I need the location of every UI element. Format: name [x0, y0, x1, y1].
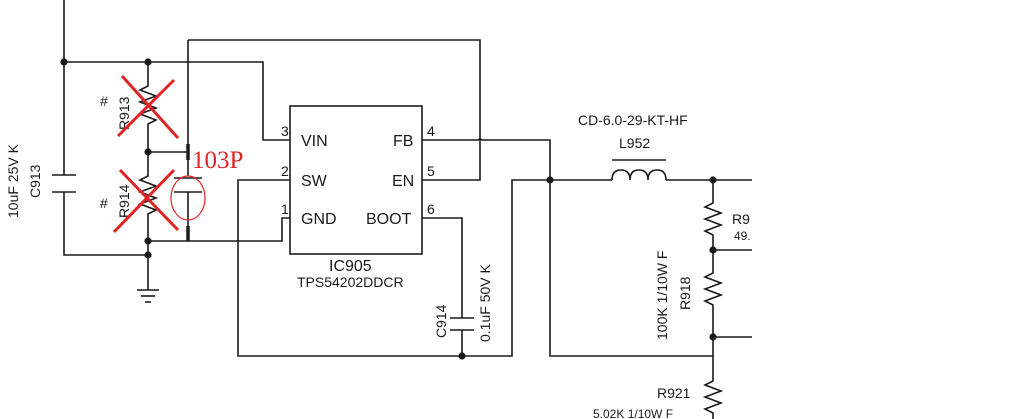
pin-boot-name: BOOT: [366, 211, 412, 228]
r921-value-label: 5.02K 1/10W F: [593, 407, 673, 419]
r918-ref-label: R918: [677, 276, 693, 310]
r914-ref-label: R914: [116, 184, 132, 218]
pin-en-name: EN: [392, 173, 414, 190]
capacitor-c913: [52, 172, 76, 196]
l952-part-label: CD-6.0-29-KT-HF: [578, 112, 688, 128]
r914-mark: #: [100, 195, 108, 211]
input-wiring: [63, 0, 481, 290]
r921-ref-label: R921: [657, 385, 691, 401]
r913-mark: #: [100, 93, 108, 109]
pin-en-number: 5: [427, 163, 435, 179]
pin-fb-name: FB: [393, 133, 413, 150]
added-capacitor: [174, 144, 202, 241]
resistor-r9-top: [702, 198, 724, 240]
c913-value-label: 10uF 25V K: [5, 143, 21, 218]
pin-fb-number: 4: [427, 123, 435, 139]
r9-ref-label: R9: [732, 211, 750, 227]
resistor-r921: [702, 376, 724, 419]
l952-ref-label: L952: [619, 135, 650, 151]
added-cap-value-label: 103P: [192, 147, 243, 174]
c914-value-label: 0.1uF 50V K: [477, 264, 493, 342]
r9-value-label: 49.: [734, 229, 751, 243]
red-annotations: [112, 74, 206, 234]
pin-sw-number: 2: [281, 163, 289, 179]
ic-right-wiring: [237, 138, 752, 357]
resistor-r918: [702, 268, 724, 310]
ic-part-label: TPS54202DDCR: [297, 274, 404, 290]
capacitor-c914: [450, 317, 474, 331]
pin-gnd-number: 1: [281, 201, 289, 217]
pin-gnd-name: GND: [301, 211, 337, 228]
inductor-l952: [611, 159, 667, 181]
r913-ref-label: R913: [116, 96, 132, 130]
pin-boot-number: 6: [427, 201, 435, 217]
r918-value-label: 100K 1/10W F: [654, 251, 670, 341]
pin-vin-number: 3: [281, 123, 289, 139]
pin-vin-name: VIN: [301, 133, 328, 150]
ic-ref-label: IC905: [329, 258, 372, 275]
right-divider-wiring: [712, 180, 752, 376]
c913-ref-label: C913: [27, 164, 43, 198]
c914-ref-label: C914: [433, 304, 449, 338]
ground-icon: [137, 289, 159, 303]
pin-sw-name: SW: [301, 173, 328, 190]
